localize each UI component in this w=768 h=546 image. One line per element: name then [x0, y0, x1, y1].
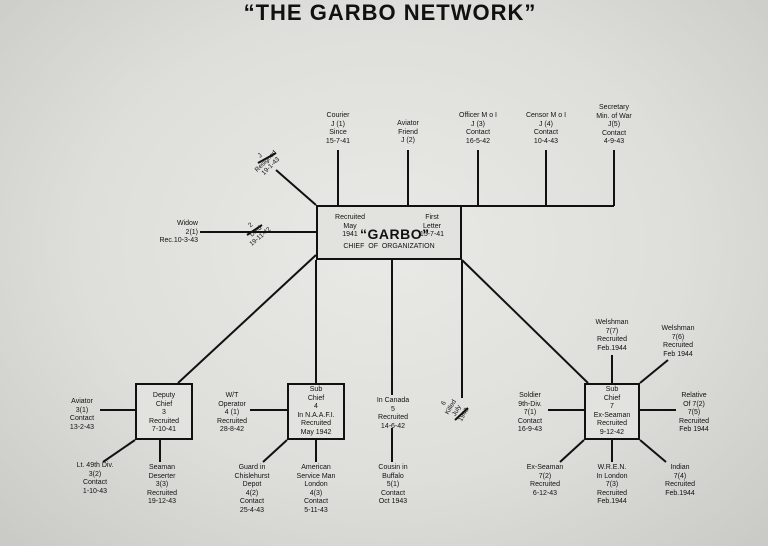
agent-3-3: Seaman Deserter 3(3) Recruited 19-12-43 — [147, 464, 177, 505]
agent-4-1: W/T Operator 4 (1) Recruited 28-8-42 — [217, 392, 247, 433]
connector — [559, 439, 585, 463]
deputy-chief-3-box — [135, 383, 193, 440]
agent-3-2: Lt. 49th Div. 3(2) Contact 1-10-43 — [76, 462, 114, 495]
sub-chief-7-label: Sub Chief 7 Ex-Seaman Recruited 9-12-42 — [593, 386, 631, 436]
strike-mark — [246, 224, 263, 236]
garbo-box — [316, 205, 462, 260]
agent-5-1: Cousin in Buffalo 5(1) Contact Oct 1943 — [378, 464, 408, 505]
agent-7-7: Welshman 7(7) Recruited Feb.1944 — [595, 319, 629, 352]
connector — [102, 439, 136, 463]
agent-j1: Courier J (1) Since 15-7-41 — [325, 112, 351, 145]
agent-7-6: Welshman 7(6) Recruited Feb 1944 — [661, 325, 695, 358]
agent-j3: Officer M o I J (3) Contact 16-5-42 — [459, 112, 497, 145]
agent-widow: Widow 2(1) Rec.10-3-43 — [159, 220, 198, 244]
connector — [275, 169, 317, 206]
diagram-title: “THE GARBO NETWORK” — [243, 0, 537, 25]
agent-7-3: W.R.E.N. In London 7(3) Recruited Feb.19… — [596, 464, 628, 505]
garbo-first-letter: First Letter 15-7-41 — [419, 214, 445, 238]
agent-7-5: Relative Of 7(2) 7(5) Recruited Feb 1944 — [679, 392, 709, 433]
garbo-recruited: Recruited May 1941 — [335, 214, 365, 238]
sub-chief-4-box — [287, 383, 345, 440]
connector — [461, 259, 589, 384]
agent-7-2: Ex-Seaman 7(2) Recruited 6-12-43 — [526, 464, 564, 497]
strike-mark — [257, 152, 277, 164]
agent-7-1: Soldier 9th-Div. 7(1) Contact 16-9-43 — [517, 392, 543, 433]
connector — [262, 439, 288, 463]
garbo-role: CHIEF OF ORGANIZATION — [343, 243, 435, 250]
deputy-chief-3-label: Deputy Chief 3 Recruited 7-10-41 — [149, 392, 179, 433]
strike-mark — [454, 407, 469, 421]
agent-j2: Aviator Friend J (2) — [397, 120, 419, 144]
agent-4-2: Guard in Chislehurst Depot 4(2) Contact … — [234, 464, 270, 514]
garbo-name: “GARBO” — [360, 226, 430, 242]
agent-5: In Canada 5 Recruited 14-6-42 — [376, 397, 410, 430]
sub-chief-7-box — [584, 383, 640, 440]
connector — [639, 359, 669, 384]
connector — [177, 254, 317, 384]
agent-4-3: American Service Man London 4(3) Contact… — [296, 464, 336, 514]
sub-chief-4-label: Sub Chief 4 In N.A.A.F.I. Recruited May … — [297, 386, 335, 436]
connector — [639, 439, 667, 463]
agent-3-1: Aviator 3(1) Contact 13-2-43 — [69, 398, 95, 431]
agent-j4: Censor M o I J (4) Contact 10-4-43 — [525, 112, 567, 145]
agent-7-4: Indian 7(4) Recruited Feb.1944 — [665, 464, 695, 497]
agent-j5: Secretary Min. of War J(5) Contact 4-9-4… — [596, 104, 632, 145]
